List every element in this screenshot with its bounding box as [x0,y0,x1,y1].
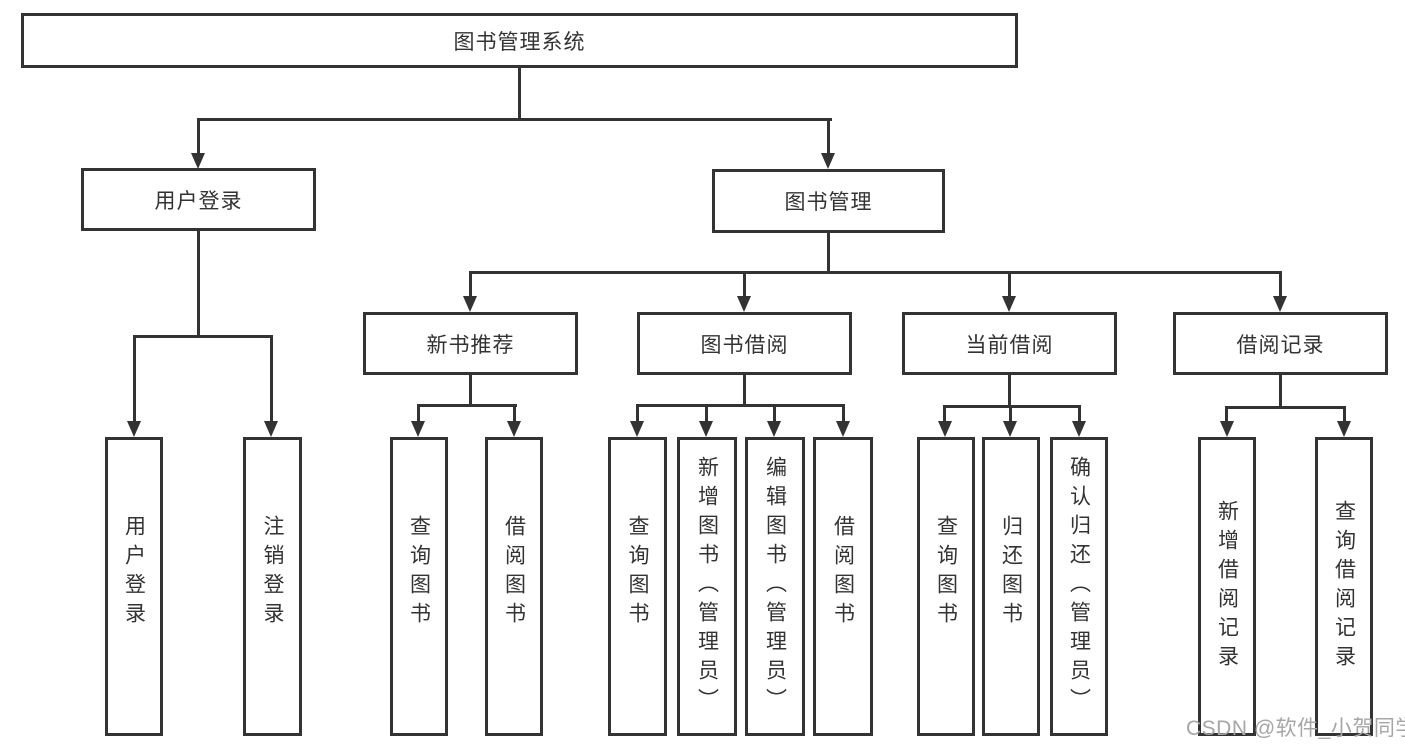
node-book-management: 图书管理 [712,169,945,233]
node-label: 查询图书 [934,514,958,631]
connector-drop-query-books-b [636,404,639,422]
node-label: 借阅图书 [502,514,526,631]
arrow-down-icon [264,421,278,437]
arrow-down-icon [1003,421,1017,437]
node-query-books: 查询图书 [390,437,448,736]
node-borrow-books: 借阅图书 [485,437,543,736]
node-label: 借阅图书 [831,514,855,631]
node-return-books: 归还图书 [982,437,1040,736]
arrow-down-icon [463,296,477,312]
node-label: 用户登录 [122,514,146,631]
connector-drop-add-books [705,404,708,422]
arrow-down-icon [411,421,425,437]
node-book-management-system: 图书管理系统 [21,13,1018,68]
node-edit-books-admin: 编辑图书（管理员） [745,437,805,736]
node-confirm-return-admin: 确认归还（管理员） [1050,437,1108,736]
connector-drop-query-books-a [417,404,420,422]
node-add-books-admin: 新增图书（管理员） [677,437,737,736]
connector-drop-book-borrowing [743,271,746,298]
connector-drop-new-book-recommend [469,271,472,298]
node-user-login: 用户登录 [81,168,316,231]
arrow-down-icon [191,153,205,169]
connector-book-management-stem [827,233,830,274]
connector-drop-query-borrow-record [1343,406,1346,422]
connector-current-borrowing-split [943,405,1081,408]
node-user-login-leaf: 用户登录 [105,437,163,736]
arrow-down-icon [127,421,141,437]
node-new-book-recommend: 新书推荐 [363,312,578,375]
connector-borrowing-records-stem [1279,375,1282,409]
arrow-down-icon [836,421,850,437]
node-current-borrowing: 当前借阅 [902,312,1117,375]
arrow-down-icon [938,421,952,437]
node-label: 新增借阅记录 [1215,499,1239,674]
node-query-borrow-record: 查询借阅记录 [1315,437,1373,736]
arrow-down-icon [1337,421,1351,437]
connector-drop-query-books-c [943,405,946,422]
connector-root-stem [518,66,521,120]
node-logout-leaf: 注销登录 [243,437,302,736]
connector-drop-borrowing-records [1279,271,1282,298]
node-label: 查询图书 [626,514,650,631]
connector-drop-logout-leaf [270,335,273,422]
node-label: 归还图书 [999,514,1023,631]
connector-drop-user-login [197,118,200,154]
node-label: 新增图书（管理员） [695,456,719,717]
connector-drop-add-borrow-record [1225,406,1228,422]
connector-book-management-split [469,271,1282,274]
connector-new-book-recommend-stem [469,375,472,407]
arrow-down-icon [767,421,781,437]
arrow-down-icon [1072,421,1086,437]
connector-drop-edit-books [773,404,776,422]
arrow-down-icon [1220,421,1234,437]
arrow-down-icon [699,421,713,437]
node-borrowing-records: 借阅记录 [1173,312,1388,375]
connector-root-split [197,118,832,121]
arrow-down-icon [821,153,835,169]
connector-user-login-split [133,335,273,338]
connector-drop-confirm-return [1078,405,1081,422]
node-query-books: 查询图书 [917,437,975,736]
node-add-borrow-record: 新增借阅记录 [1198,437,1256,736]
node-borrow-books: 借阅图书 [813,437,873,736]
connector-drop-borrow-books-b [842,404,845,422]
connector-drop-book-management [827,118,830,154]
connector-borrowing-records-split [1225,406,1346,409]
connector-drop-user-login-leaf [133,335,136,422]
arrow-down-icon [507,421,521,437]
connector-current-borrowing-stem [1008,375,1011,408]
arrow-down-icon [1002,296,1016,312]
node-query-books: 查询图书 [608,437,667,736]
csdn-watermark: CSDN @软件_小贺同学 [1186,717,1405,740]
connector-book-borrowing-split [636,404,845,407]
connector-drop-borrow-books-a [513,404,516,422]
connector-new-book-recommend-split [417,404,517,407]
connector-user-login-stem [197,231,200,336]
node-label: 注销登录 [261,514,285,631]
arrow-down-icon [1273,296,1287,312]
node-label: 编辑图书（管理员） [763,456,787,717]
arrow-down-icon [630,421,644,437]
connector-drop-return-books [1009,405,1012,422]
node-label: 查询图书 [407,514,431,631]
connector-drop-current-borrowing [1008,271,1011,298]
node-label: 查询借阅记录 [1332,499,1356,674]
arrow-down-icon [737,296,751,312]
node-label: 确认归还（管理员） [1067,456,1091,717]
node-book-borrowing: 图书借阅 [637,312,852,375]
connector-book-borrowing-stem [743,375,746,407]
